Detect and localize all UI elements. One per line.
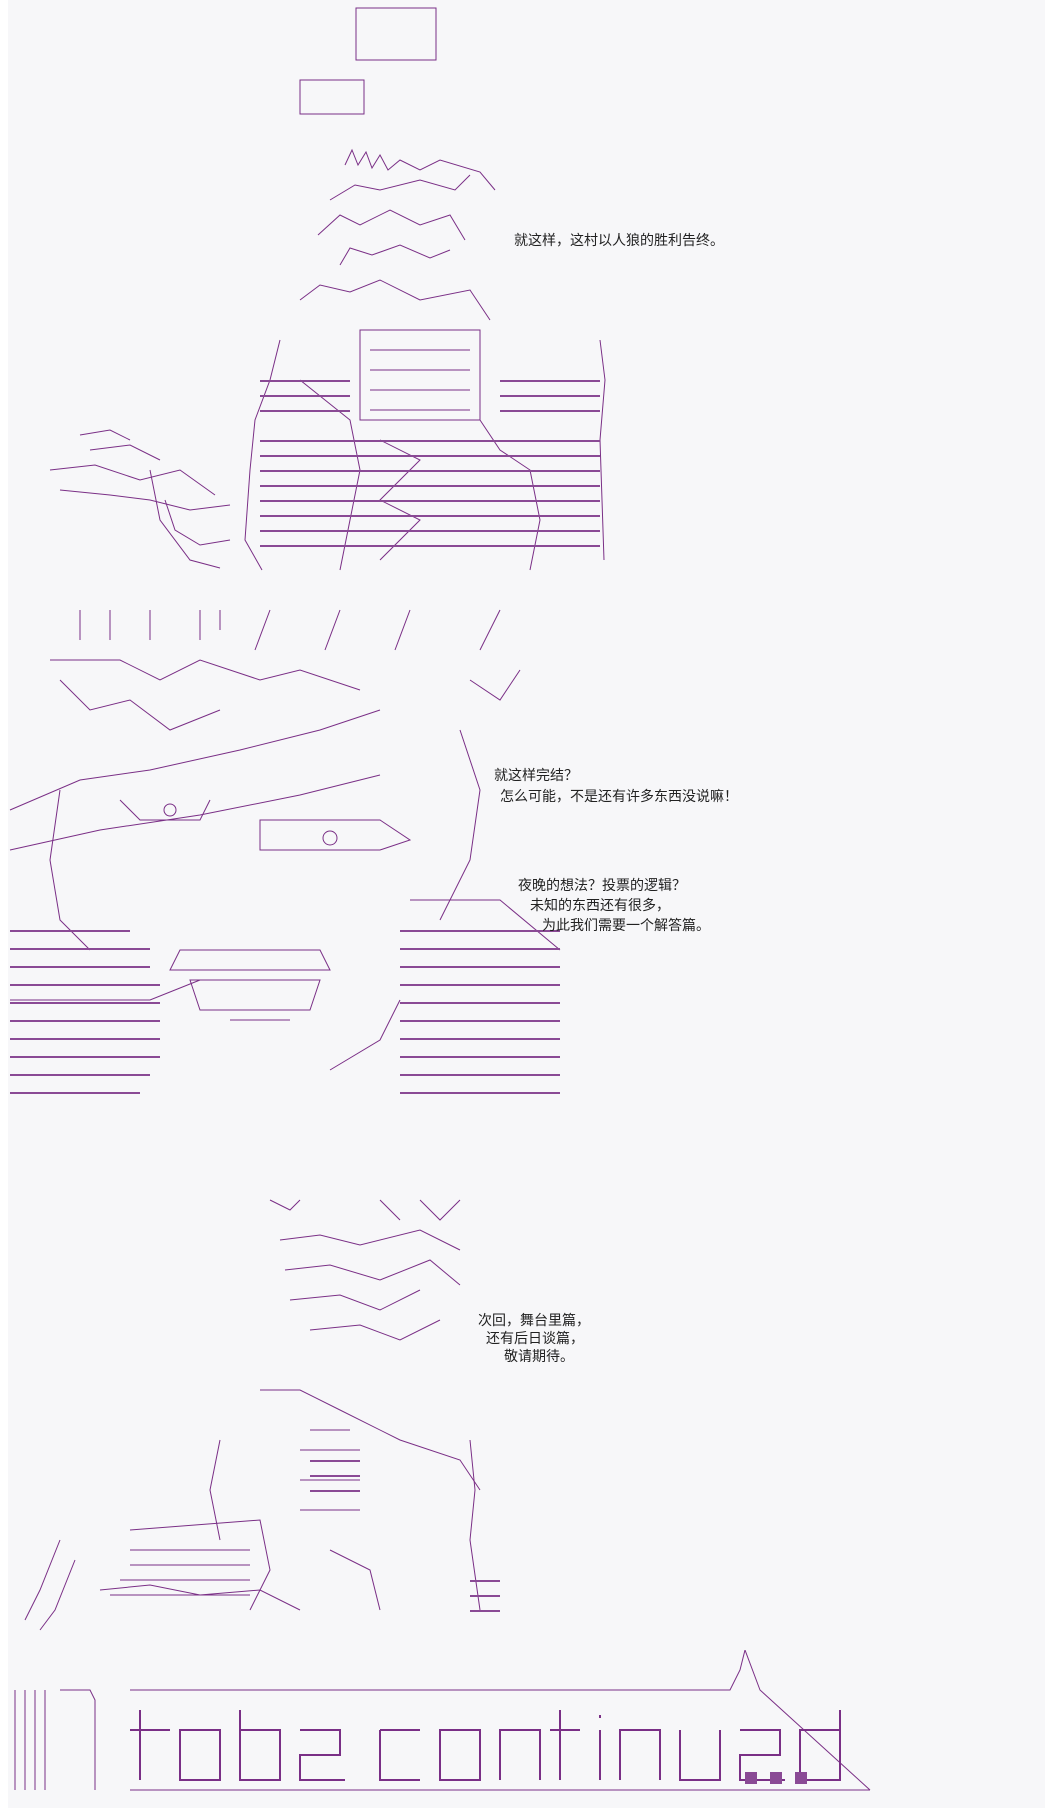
face-outline: [10, 729, 561, 1071]
face-eyes: [119, 799, 412, 851]
panel3-line3: 敬请期待。: [504, 1349, 574, 1365]
banner-lettering: [130, 1710, 841, 1781]
page-sheet: [8, 0, 1045, 1808]
footer-banner: [14, 1650, 871, 1791]
panel1-art: [49, 7, 606, 571]
banner-frame: [14, 1650, 871, 1791]
face-shading: [10, 930, 560, 1094]
panel3-art: [24, 1199, 500, 1631]
panel2-line2: 怎么可能，不是还有许多东西没说嘛！: [500, 789, 738, 805]
figure-body: [99, 1389, 481, 1611]
figure-shading: [310, 1460, 500, 1612]
blank-frame-2: [299, 79, 365, 115]
character-hair: [299, 148, 496, 321]
character-shading: [260, 380, 600, 547]
banner-dots: [745, 1772, 807, 1784]
figure-cloth: [24, 1539, 250, 1631]
character-hand: [49, 429, 231, 569]
panel2-line5: 为此我们需要一个解答篇。: [542, 918, 710, 934]
face-mouth: [169, 949, 331, 1021]
panel1-caption: 就这样，这村以人狼的胜利告终。: [514, 233, 724, 249]
panel2-art: [9, 609, 561, 1094]
panel2-line1: 就这样完结？: [494, 768, 578, 784]
panel3-line2: 还有后日谈篇，: [486, 1331, 584, 1347]
character-body: [244, 329, 606, 571]
blank-frame-1: [355, 7, 437, 61]
panel3-line1: 次回，舞台里篇，: [478, 1313, 590, 1329]
panel2-line4: 未知的东西还有很多，: [530, 898, 670, 914]
figure-hair: [269, 1199, 461, 1341]
panel2-line3: 夜晚的想法？投票的逻辑？: [518, 878, 686, 894]
face-hair: [9, 609, 521, 851]
